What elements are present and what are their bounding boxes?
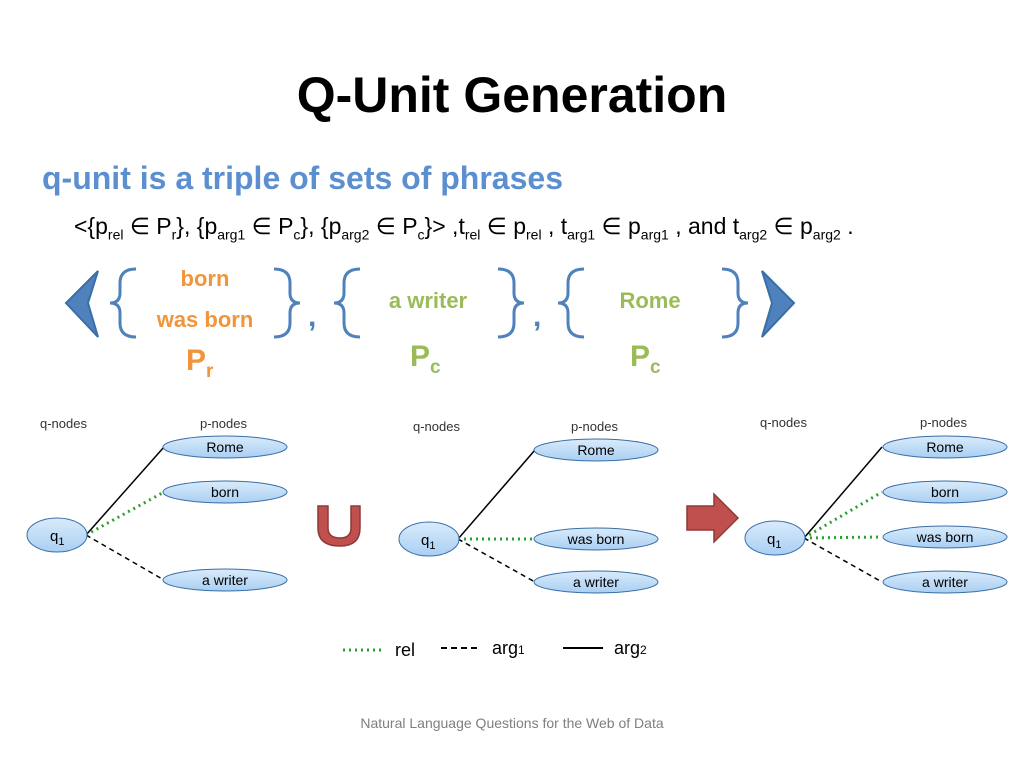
edge-legend: rel arg1 arg2	[343, 638, 647, 660]
legend-rel: rel	[395, 640, 415, 660]
brace-open-rel	[109, 267, 137, 339]
graph-3: q-nodes p-nodes q1 Rome born was born a …	[744, 415, 1008, 594]
slide-footer: Natural Language Questions for the Web o…	[360, 715, 664, 731]
brace-open-arg2	[557, 267, 585, 339]
union-icon	[317, 505, 361, 547]
rel-phrase-2: was born	[156, 307, 254, 332]
svg-text:q-nodes: q-nodes	[760, 415, 807, 430]
slide-subtitle: q-unit is a triple of sets of phrases	[42, 160, 563, 196]
svg-text:was born: was born	[567, 531, 625, 547]
svg-text:was born: was born	[916, 529, 974, 545]
qunit-graphs: q-nodes p-nodes q1 Rome born a writer q-…	[26, 415, 1008, 660]
q-node	[398, 521, 460, 557]
svg-text:born: born	[931, 484, 959, 500]
q-unit-formula: <{prel ∈ Pr}, {parg1 ∈ Pc}, {parg2 ∈ Pc}…	[74, 213, 854, 243]
left-chevron-icon	[64, 270, 99, 338]
brace-close-rel	[273, 267, 301, 339]
set-label-pr: Pr	[186, 344, 214, 382]
set-separator: ,	[308, 300, 317, 333]
p-node	[162, 435, 288, 459]
brace-close-arg2	[721, 267, 749, 339]
legend-arg2: arg2	[614, 638, 647, 658]
svg-text:a writer: a writer	[573, 574, 619, 590]
svg-text:a writer: a writer	[202, 572, 248, 588]
qnodes-label: q-nodes	[40, 416, 87, 431]
svg-text:q1: q1	[421, 532, 435, 552]
pnodes-label: p-nodes	[200, 416, 247, 431]
p-node	[162, 568, 288, 592]
p-node	[533, 438, 659, 462]
p-node	[533, 527, 659, 551]
set-label-pc-2: Pc	[630, 340, 661, 378]
arg2-phrase: Rome	[619, 288, 681, 313]
set-separator: ,	[533, 300, 542, 333]
p-node	[882, 525, 1008, 549]
p-node	[882, 480, 1008, 504]
svg-text:Rome: Rome	[577, 442, 615, 458]
rel-phrase-1: born	[180, 266, 230, 291]
brace-close-arg1	[497, 267, 525, 339]
p-node	[882, 435, 1008, 459]
p-node	[533, 570, 659, 594]
set-brackets	[64, 267, 796, 339]
svg-text:q1: q1	[767, 531, 781, 551]
svg-text:p-nodes: p-nodes	[571, 419, 618, 434]
legend-arg1: arg1	[492, 638, 525, 658]
p-node	[162, 480, 288, 504]
brace-open-arg1	[333, 267, 361, 339]
svg-text:born: born	[211, 484, 239, 500]
set-label-pc-1: Pc	[410, 340, 441, 378]
q-node	[26, 517, 88, 553]
right-chevron-icon	[761, 270, 796, 338]
svg-text:Rome: Rome	[206, 439, 244, 455]
svg-text:q-nodes: q-nodes	[413, 419, 460, 434]
svg-text:p-nodes: p-nodes	[920, 415, 967, 430]
arg1-phrase: a writer	[388, 288, 468, 313]
graph-1: q-nodes p-nodes q1 Rome born a writer	[26, 416, 288, 592]
slide-title: Q-Unit Generation	[296, 67, 728, 123]
graph-2: q-nodes p-nodes q1 Rome was born a write…	[398, 419, 659, 594]
p-node	[882, 570, 1008, 594]
svg-text:a writer: a writer	[922, 574, 968, 590]
result-arrow-icon	[686, 492, 740, 544]
q-node-label: q1	[50, 528, 64, 548]
q-node	[744, 520, 806, 556]
svg-text:Rome: Rome	[926, 439, 964, 455]
